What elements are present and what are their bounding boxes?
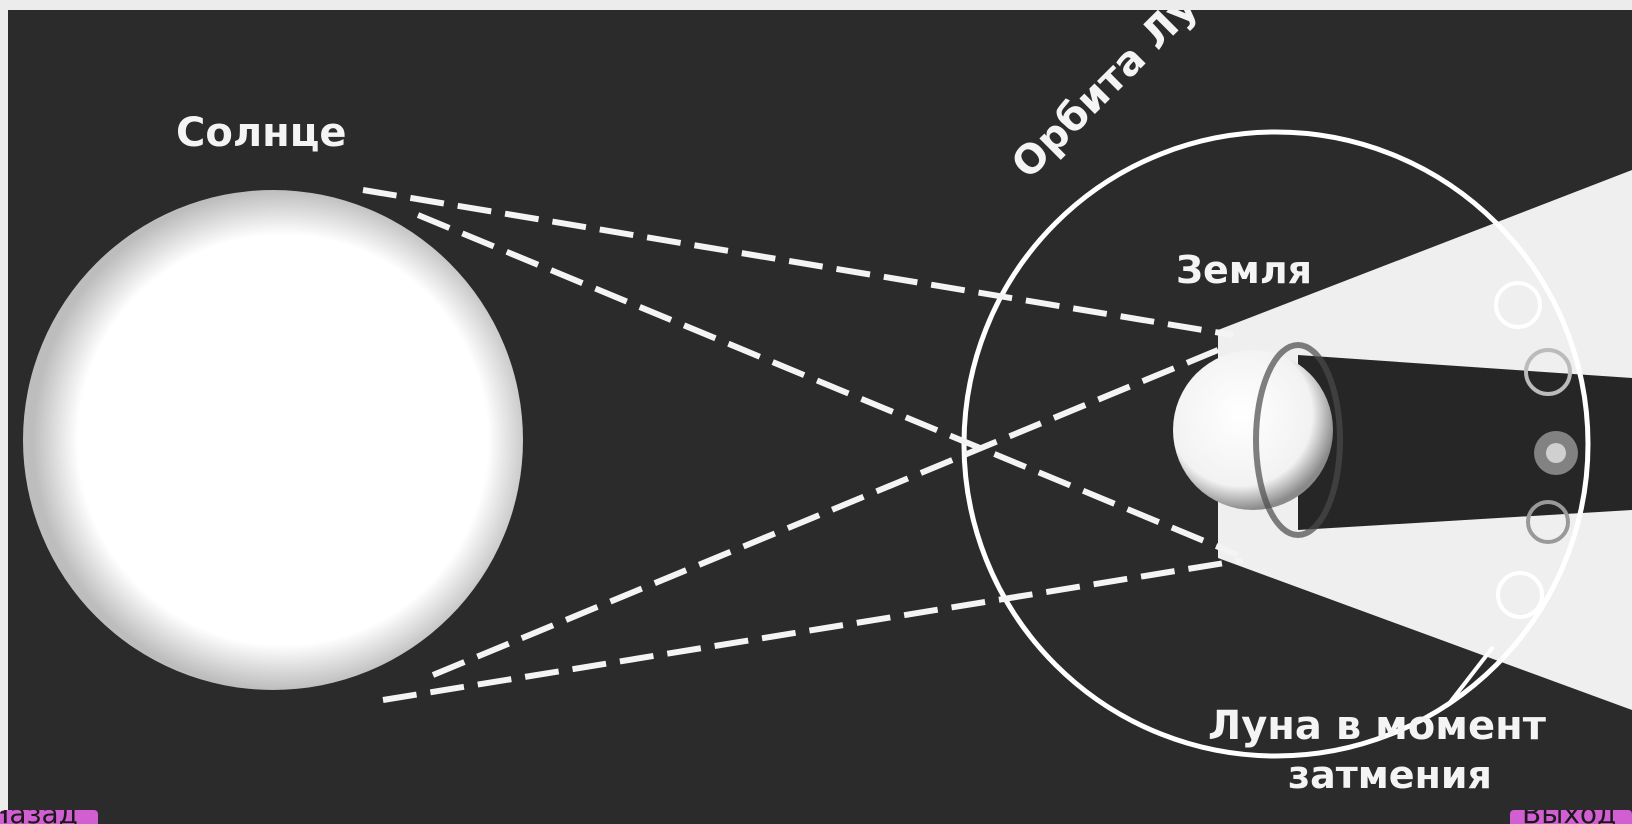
exit-button[interactable]: Выход — [1510, 810, 1632, 824]
outer-tangent-bottom — [383, 560, 1243, 700]
slide-frame: Солнце Орбита Луны Земля Луна в момент з… — [8, 10, 1632, 824]
earth-label: Земля — [1176, 248, 1312, 292]
inner-tangent-1 — [418, 215, 1238, 555]
earth — [1173, 350, 1333, 510]
exit-button-label: Выход — [1522, 810, 1616, 824]
outer-tangent-top — [363, 190, 1233, 335]
sun-label: Солнце — [176, 110, 347, 156]
moon-eclipse-label-line1: Луна в момент — [1208, 703, 1546, 749]
moon-eclipse-label-line2: затмения — [1288, 753, 1492, 797]
prev-button-label: Назад — [0, 810, 78, 824]
prev-button[interactable]: Назад — [0, 810, 98, 824]
sun — [23, 190, 523, 690]
